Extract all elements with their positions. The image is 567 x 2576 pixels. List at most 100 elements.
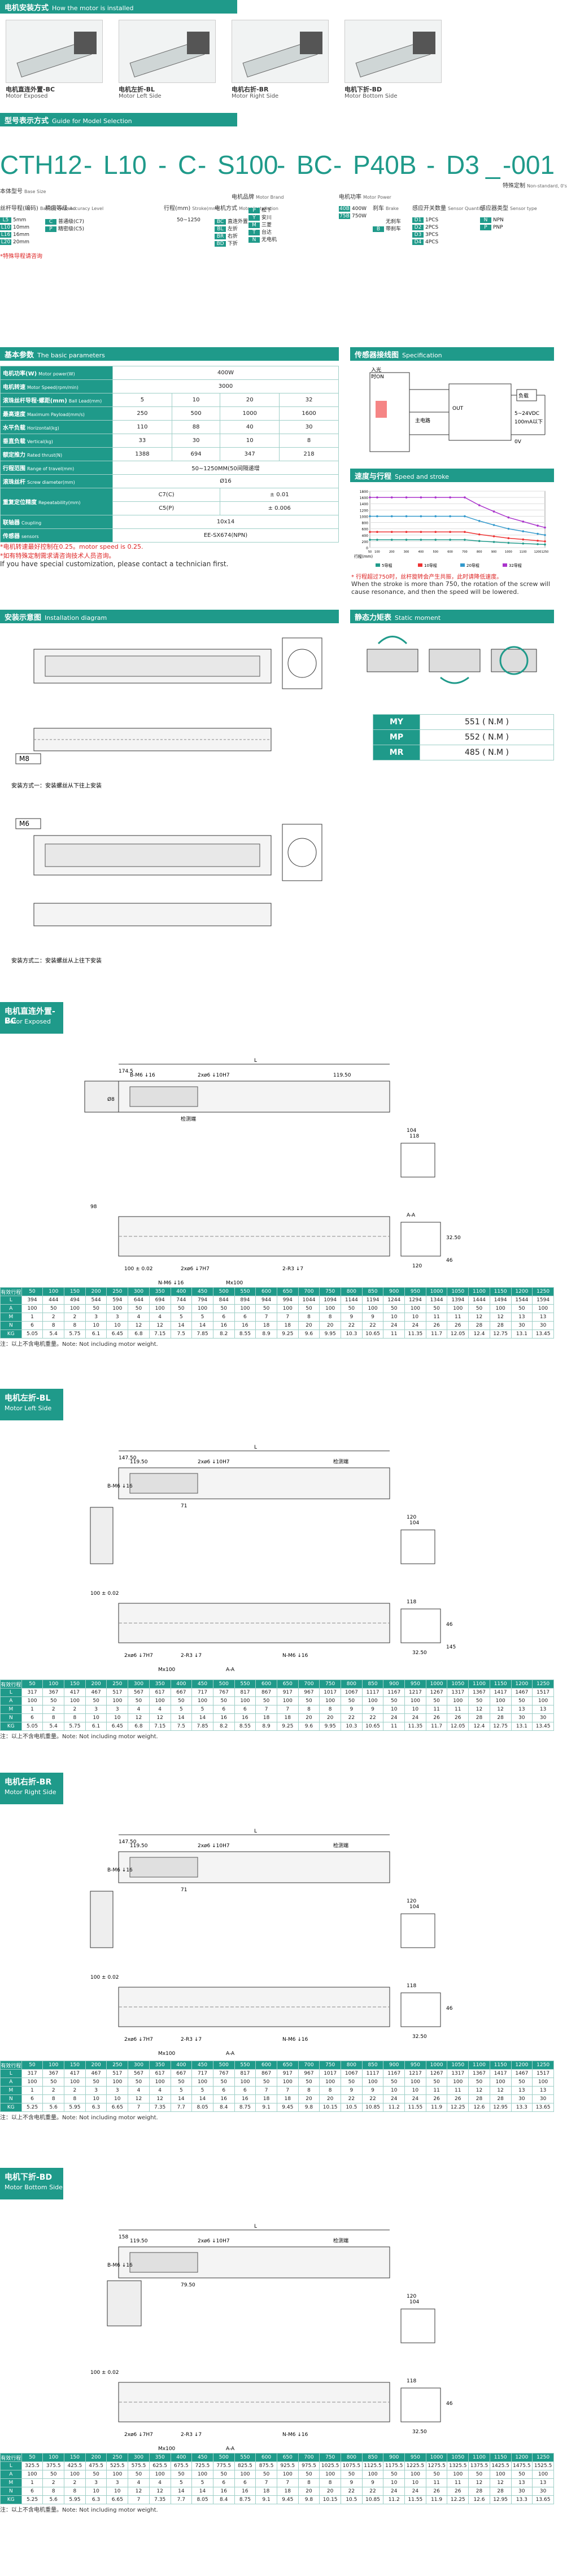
- length-cell: 100: [234, 2470, 256, 2479]
- length-cell: 1050: [447, 2061, 469, 2070]
- length-cell: 8: [298, 1705, 320, 1714]
- length-cell: 100: [191, 2078, 213, 2087]
- chart-legend-label: 20导程: [466, 563, 479, 568]
- param-value: 250: [112, 406, 172, 421]
- dimension-label: 100 ± 0.02: [90, 1975, 119, 1980]
- chart-y-tick: 1000: [360, 515, 368, 519]
- length-cell: 7.5: [170, 1329, 193, 1339]
- length-cell: 550: [234, 1287, 256, 1296]
- length-cell: 8.4: [212, 2103, 235, 2112]
- param-row: C5(P)± 0.006: [1, 501, 339, 515]
- length-cell: 20: [298, 2487, 320, 2496]
- length-cell: M: [0, 1313, 22, 1322]
- length-cell: 1594: [532, 1296, 554, 1305]
- length-cell: 4: [128, 2478, 150, 2487]
- chart-point: [522, 538, 525, 541]
- chart-x-tick: 300: [404, 550, 409, 554]
- length-cell: 594: [106, 1296, 129, 1305]
- chart-point: [507, 541, 510, 544]
- length-cell: 1417: [489, 1688, 512, 1697]
- length-cell: 13: [532, 2086, 554, 2095]
- dimension-label: 2-R3 ↓7: [181, 1653, 202, 1659]
- length-cell: 22: [341, 1713, 363, 1722]
- length-cell: 100: [489, 2078, 512, 2087]
- length-cell: 1100: [468, 2061, 490, 2070]
- length-cell: 1250: [532, 1287, 554, 1296]
- length-cell: 28: [489, 1713, 512, 1722]
- length-cell: 444: [42, 1296, 65, 1305]
- params-note-3: If you have special customization, pleas…: [0, 560, 229, 568]
- moment-illustration: [367, 636, 537, 684]
- length-cell: 917: [276, 2069, 299, 2078]
- sensor-label: 5~24VDC: [514, 411, 539, 417]
- length-cell: 450: [191, 1287, 213, 1296]
- length-cell: 8.2: [212, 1329, 235, 1339]
- length-cell: 767: [212, 1688, 235, 1697]
- dimension-label: 32.50: [412, 1650, 427, 1656]
- length-cell: 9.6: [298, 1722, 320, 1731]
- length-cell: 11.55: [404, 2495, 426, 2504]
- length-cell: 100: [191, 2470, 213, 2479]
- dimension-label: 119.50: [130, 1843, 148, 1849]
- length-cell: 6: [212, 2086, 235, 2095]
- sensor-wiring-diagram: 入光 时ON OUT 主电路 负载 5~24VDC 100mA以下 0V: [369, 366, 546, 452]
- length-cell: 1025.5: [319, 2461, 341, 2470]
- length-cell: 18: [276, 1321, 299, 1330]
- param-value: 33: [112, 434, 172, 448]
- length-cell: 1017: [319, 1688, 341, 1697]
- chart-point: [405, 515, 408, 518]
- length-cell: 1517: [532, 2069, 554, 2078]
- dimension-label: 2xø6 ↓10H7: [198, 2238, 230, 2244]
- length-cell: 7: [276, 2086, 299, 2095]
- length-cell: 50: [425, 1304, 448, 1313]
- length-cell: 50: [42, 2470, 65, 2479]
- chart-point: [390, 531, 393, 533]
- length-cell: 6.45: [106, 1722, 129, 1731]
- length-cell: 有效行程: [0, 1287, 22, 1296]
- dimension-label: 检测端: [333, 1458, 348, 1465]
- chart-legend-label: 10导程: [424, 563, 437, 568]
- sensor-label: OUT: [452, 406, 464, 412]
- dimension-label: 120: [412, 1263, 422, 1269]
- length-cell: 7.7: [170, 2495, 193, 2504]
- length-cell: 11.2: [383, 2495, 405, 2504]
- length-cell: 50: [468, 2078, 490, 2087]
- model-code-part: -: [84, 150, 93, 180]
- length-cell: A: [0, 2078, 22, 2087]
- length-cell: 9: [341, 2478, 363, 2487]
- length-cell: 3: [85, 1313, 107, 1322]
- length-cell: L: [0, 1688, 22, 1697]
- chart-point: [376, 496, 378, 498]
- length-cell: 300: [128, 1287, 150, 1296]
- length-cell: 50: [255, 2470, 277, 2479]
- length-cell: 425.5: [64, 2461, 86, 2470]
- dimension-label: B-M6 ↓16: [107, 1868, 133, 1873]
- chart-point: [492, 510, 495, 513]
- length-cell: 11: [447, 1705, 469, 1714]
- dimension-label: 71: [181, 1887, 187, 1893]
- dimension-label: 32.50: [446, 1235, 461, 1241]
- length-cell: 6.8: [128, 1722, 150, 1731]
- length-cell: 1417: [489, 2069, 512, 2078]
- length-cell: 394: [21, 1296, 43, 1305]
- chart-y-tick: 1800: [360, 490, 368, 494]
- length-cell: 22: [341, 1321, 363, 1330]
- length-cell: 10: [106, 1321, 129, 1330]
- dimension-label: 158: [119, 2234, 128, 2240]
- length-cell: 800: [341, 1287, 363, 1296]
- chart-x-tick: 1100: [520, 550, 527, 554]
- length-cell: 3: [106, 1313, 129, 1322]
- length-cell: 12: [149, 2487, 171, 2496]
- length-cell: 11: [383, 1329, 405, 1339]
